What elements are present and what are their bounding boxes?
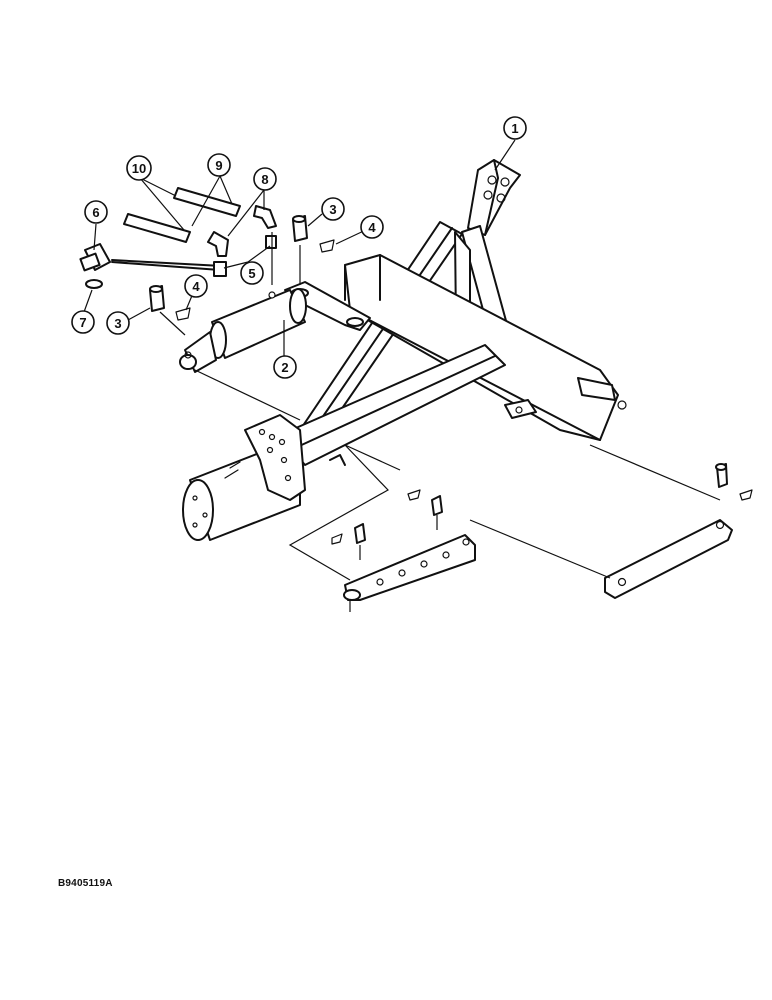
callout-label: 2: [281, 360, 288, 375]
callout-leaders: [83, 139, 516, 360]
callout-label: 4: [192, 279, 200, 294]
callout-label: 10: [132, 161, 146, 176]
callout-label: 3: [329, 202, 336, 217]
lower-link-bars: [331, 463, 753, 601]
callout-9: 9: [207, 153, 231, 177]
callout-6: 6: [84, 200, 108, 224]
callout-3a: 3: [106, 311, 130, 335]
assembly-guide-lines: [159, 232, 721, 612]
callout-3b: 3: [321, 197, 345, 221]
figure-reference-code: B9405119A: [58, 878, 113, 889]
callout-label: 1: [511, 121, 518, 136]
hydraulic-cylinder: [179, 288, 307, 373]
callout-label: 5: [248, 266, 255, 281]
callout-label: 7: [79, 315, 86, 330]
callout-label: 9: [215, 158, 222, 173]
callout-label: 6: [92, 205, 99, 220]
callout-2: 2: [273, 355, 297, 379]
callout-5: 5: [240, 261, 264, 285]
axle-housing: [182, 414, 346, 541]
callout-4a: 4: [184, 274, 208, 298]
callout-label: 4: [368, 220, 376, 235]
callout-4b: 4: [360, 215, 384, 239]
callout-7: 7: [71, 310, 95, 334]
callout-10: 10: [126, 155, 152, 181]
a-frame-assembly: [279, 159, 627, 466]
callout-label: 3: [114, 316, 121, 331]
hydraulic-fittings: [79, 187, 335, 321]
callout-1: 1: [503, 116, 527, 140]
callout-8: 8: [253, 167, 277, 191]
callout-label: 8: [261, 172, 268, 187]
